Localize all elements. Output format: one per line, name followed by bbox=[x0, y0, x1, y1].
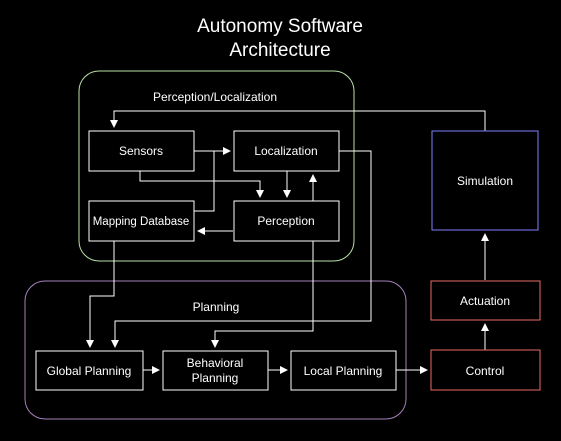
node-control-label: Control bbox=[466, 364, 505, 378]
node-mapping-database: Mapping Database bbox=[88, 200, 195, 242]
node-actuation-label: Actuation bbox=[460, 294, 510, 308]
edge-perception-to-behavioral-planning bbox=[211, 241, 314, 348]
planning-group-label: Planning bbox=[193, 300, 240, 314]
diagram-title-line2: Architecture bbox=[229, 40, 330, 61]
node-behavioral-planning: Behavioral Planning bbox=[162, 350, 269, 391]
node-mapping-database-label: Mapping Database bbox=[93, 216, 190, 228]
planning-group bbox=[24, 280, 407, 420]
node-local-planning: Local Planning bbox=[290, 350, 397, 391]
node-behavioral-planning-label-line2: Planning bbox=[192, 371, 239, 385]
node-simulation: Simulation bbox=[431, 130, 539, 231]
edge-sensors-to-perception bbox=[139, 171, 264, 198]
edge-localization-to-behavioral bbox=[111, 150, 372, 348]
node-perception: Perception bbox=[233, 200, 340, 242]
edge-simulation-to-sensors bbox=[110, 110, 486, 131]
edge-mapping-to-global-planning bbox=[86, 241, 115, 348]
node-sensors: Sensors bbox=[88, 130, 195, 172]
node-control: Control bbox=[430, 349, 541, 391]
edge-mapping-to-localization bbox=[194, 151, 215, 212]
node-actuation: Actuation bbox=[430, 280, 541, 321]
node-global-planning: Global Planning bbox=[35, 350, 144, 391]
node-global-planning-label: Global Planning bbox=[47, 364, 132, 378]
node-behavioral-planning-label-line1: Behavioral bbox=[187, 356, 244, 370]
node-localization: Localization bbox=[233, 130, 340, 172]
node-sensors-label: Sensors bbox=[119, 144, 163, 158]
perception-localization-group-label: Perception/Localization bbox=[153, 90, 277, 104]
node-simulation-label: Simulation bbox=[457, 174, 513, 188]
diagram-title-line1: Autonomy Software bbox=[197, 16, 363, 37]
node-perception-label: Perception bbox=[257, 214, 314, 228]
node-localization-label: Localization bbox=[254, 144, 317, 158]
node-local-planning-label: Local Planning bbox=[304, 364, 383, 378]
perception-localization-group bbox=[78, 70, 355, 262]
